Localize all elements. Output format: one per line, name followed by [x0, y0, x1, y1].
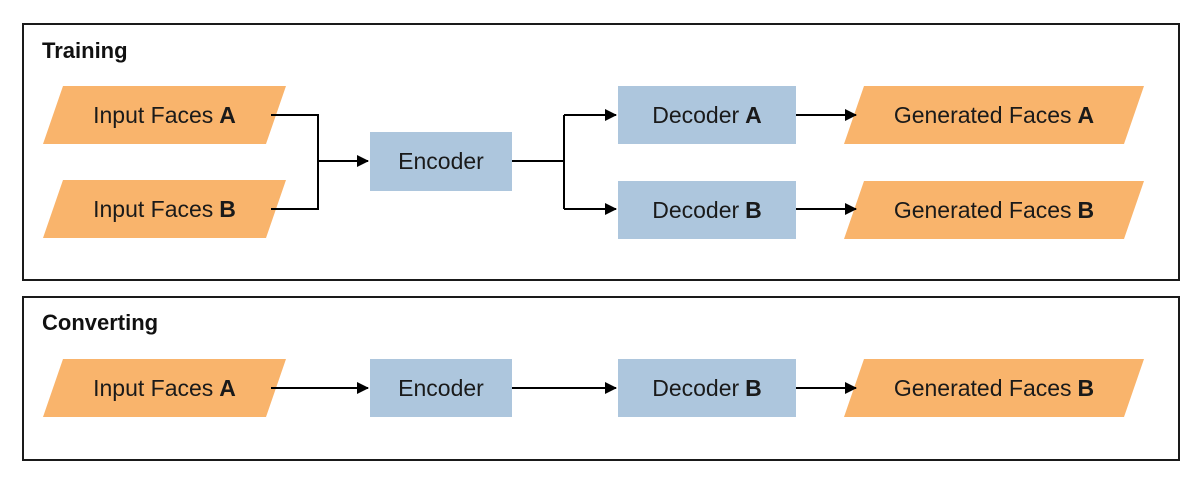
- converting-decoder-b-label: Decoder: [652, 374, 740, 401]
- training-input-b-label: Input Faces: [93, 195, 214, 222]
- training-encoder-node: Encoder: [370, 132, 512, 191]
- converting-input-a-letter: A: [219, 374, 236, 401]
- training-generated-b-label: Generated Faces: [893, 196, 1072, 223]
- converting-encoder-node: Encoder: [370, 359, 512, 417]
- parallelogram-shape: [844, 359, 1144, 417]
- converting-generated-b-label: Generated Faces: [893, 374, 1072, 401]
- training-decoder-b-letter: B: [745, 196, 762, 223]
- training-title: Training: [42, 38, 128, 63]
- training-input-a-letter: A: [219, 101, 236, 128]
- training-encoder-label: Encoder: [398, 148, 484, 174]
- training-generated-a-letter: A: [1077, 101, 1095, 128]
- converting-title: Converting: [42, 310, 159, 335]
- training-input-a-label: Input Faces: [93, 101, 214, 128]
- training-generated-b-letter: B: [1077, 196, 1095, 223]
- training-input-b-letter: B: [219, 195, 236, 222]
- converting-generated-b-letter: B: [1077, 374, 1095, 401]
- parallelogram-shape: [43, 359, 286, 417]
- converting-encoder-label: Encoder: [398, 374, 484, 401]
- training-generated-a-label: Generated Faces: [893, 101, 1072, 128]
- converting-decoder-b-letter: B: [745, 374, 762, 401]
- converting-input-a-label: Input Faces: [93, 374, 214, 401]
- parallelogram-shape: [43, 86, 286, 144]
- parallelogram-shape: [844, 181, 1144, 239]
- parallelogram-shape: [844, 86, 1144, 144]
- edge-inputs-merge: [271, 114, 319, 210]
- training-decoder-a-label: Decoder: [652, 101, 740, 128]
- parallelogram-shape: [43, 180, 286, 238]
- training-decoder-b-label: Decoder: [652, 196, 740, 223]
- training-panel: Training: [22, 23, 1180, 281]
- training-decoder-a-letter: A: [745, 101, 762, 128]
